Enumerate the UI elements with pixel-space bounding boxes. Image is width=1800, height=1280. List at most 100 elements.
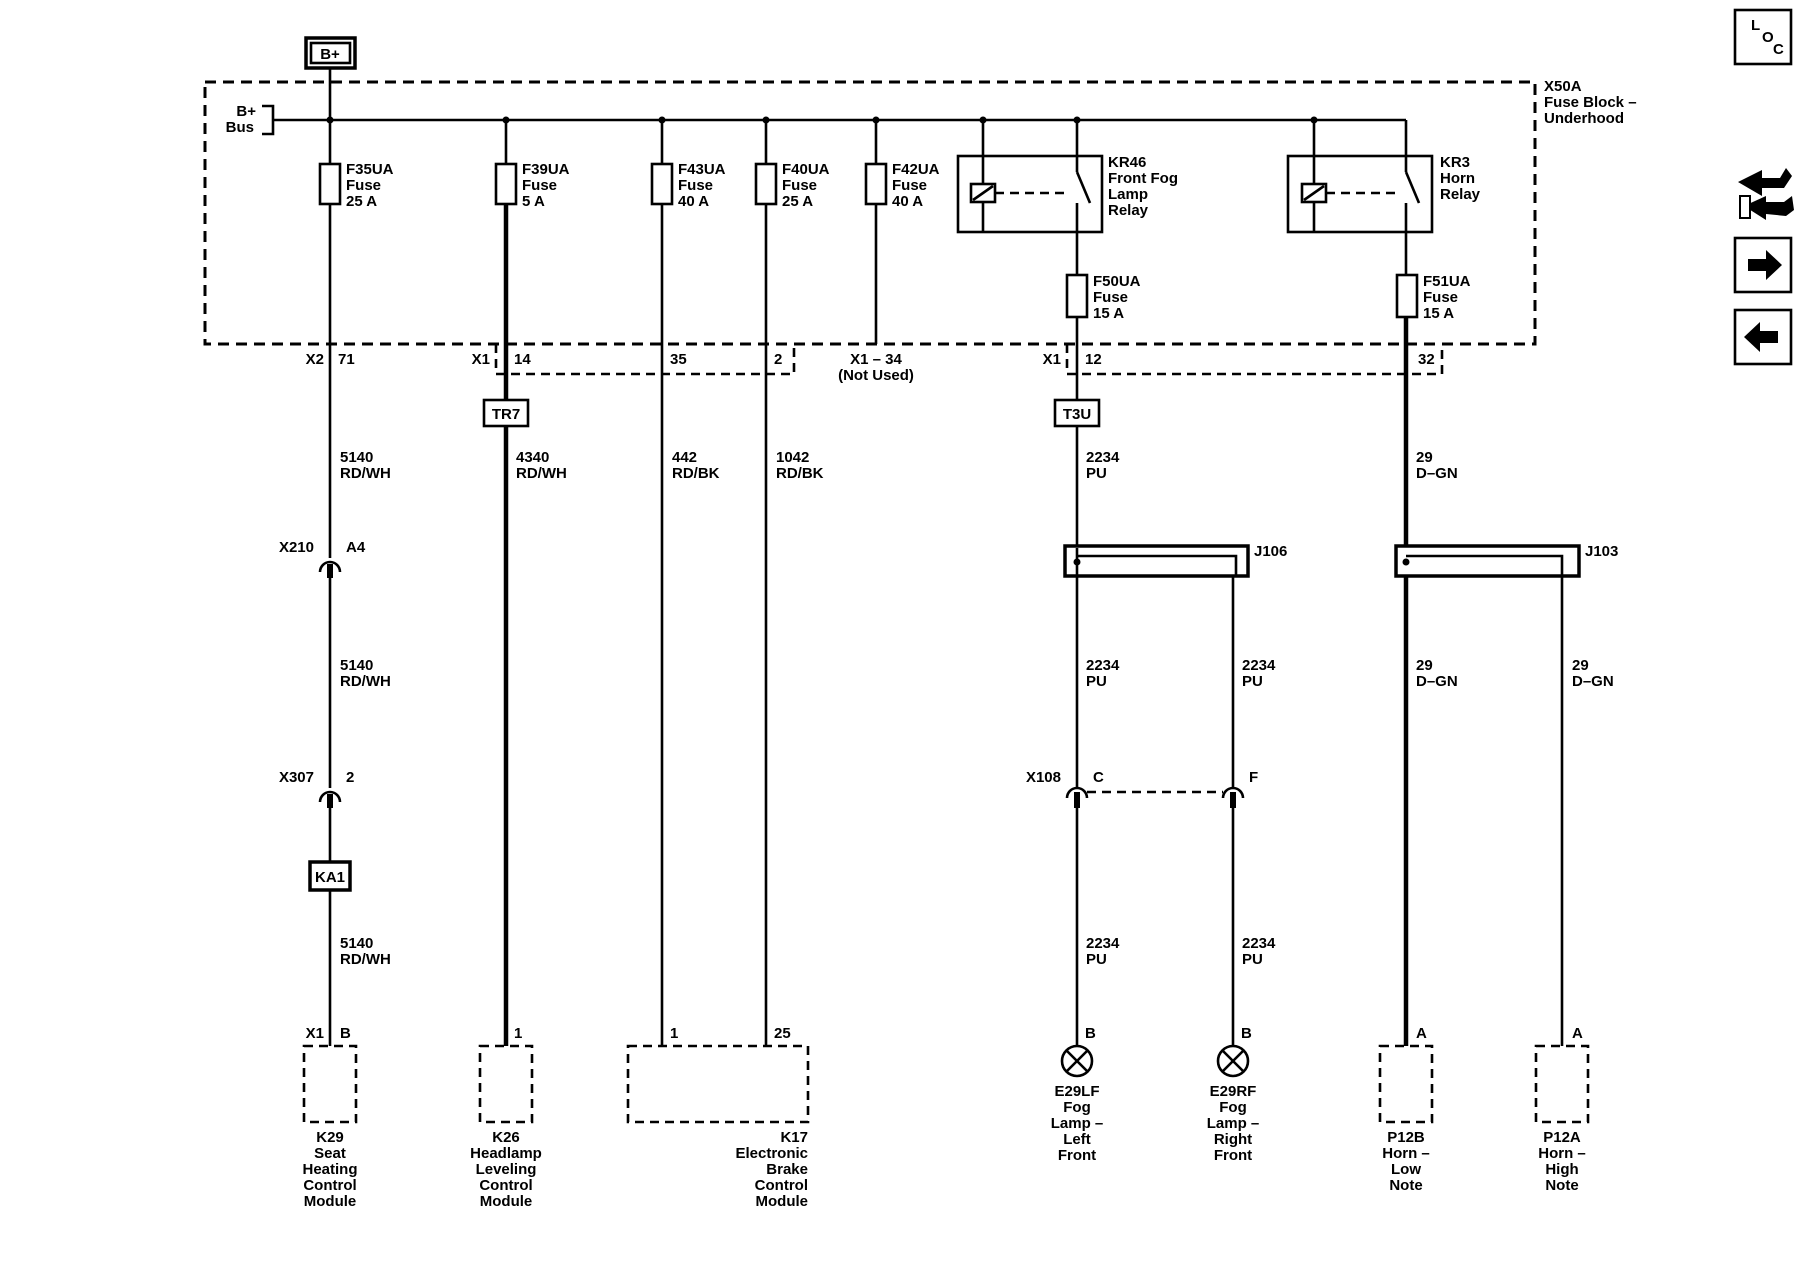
svg-text:5 A: 5 A — [522, 193, 545, 210]
fuse-block-boundary — [203, 80, 1537, 346]
svg-text:Fuse Block –: Fuse Block – — [1544, 94, 1637, 111]
inline-tr7: TR7 — [482, 398, 530, 428]
svg-text:PU: PU — [1242, 951, 1263, 968]
svg-text:D–GN: D–GN — [1416, 673, 1458, 690]
svg-text:X108: X108 — [1026, 769, 1061, 786]
svg-text:Fuse: Fuse — [678, 177, 713, 194]
circuit-5140: X2 71 5140 RD/WH X210 A4 5140 RD/WH X307… — [279, 120, 391, 1210]
relay-kr46: KR46 Front Fog Lamp Relay — [956, 120, 1178, 275]
svg-text:2234: 2234 — [1086, 935, 1120, 952]
svg-text:D–GN: D–GN — [1416, 465, 1458, 482]
svg-text:X1: X1 — [1043, 351, 1061, 368]
svg-text:Horn –: Horn – — [1382, 1145, 1430, 1162]
svg-text:Left: Left — [1063, 1131, 1091, 1148]
locator-c-glyph: C — [1773, 41, 1784, 58]
svg-text:B: B — [340, 1025, 351, 1042]
svg-text:Electronic: Electronic — [735, 1145, 808, 1162]
svg-text:29: 29 — [1416, 449, 1433, 466]
fuse-f42ua: F42UA Fuse 40 A — [864, 161, 940, 210]
svg-text:Fog: Fog — [1063, 1099, 1091, 1116]
svg-text:RD/WH: RD/WH — [340, 951, 391, 968]
svg-text:29: 29 — [1416, 657, 1433, 674]
horn-p12a: A P12A Horn – High Note — [1534, 1025, 1590, 1194]
svg-text:32: 32 — [1418, 351, 1435, 368]
svg-text:40 A: 40 A — [892, 193, 923, 210]
connector-x210: X210 A4 — [279, 539, 366, 578]
next-page-button[interactable] — [1733, 236, 1793, 294]
svg-text:F42UA: F42UA — [892, 161, 940, 178]
svg-text:Horn –: Horn – — [1538, 1145, 1586, 1162]
svg-text:F35UA: F35UA — [346, 161, 394, 178]
fuse-f50ua: F50UA Fuse 15 A — [1065, 273, 1141, 322]
svg-text:Lamp –: Lamp – — [1051, 1115, 1104, 1132]
svg-text:Fuse: Fuse — [522, 177, 557, 194]
fuse-f51ua: F51UA Fuse 15 A — [1395, 273, 1471, 322]
relay-kr3: KR3 Horn Relay — [1286, 120, 1481, 275]
svg-text:12: 12 — [1085, 351, 1102, 368]
svg-text:Fuse: Fuse — [1423, 289, 1458, 306]
connector-end-view-button[interactable] — [1738, 168, 1794, 220]
circuit-2234: T3U 2234 PU J106 2234 PU 2234 PU X108 C … — [1026, 317, 1287, 1164]
splice-j106: J106 — [1063, 543, 1287, 578]
svg-text:Front Fog: Front Fog — [1108, 170, 1178, 187]
svg-text:Module: Module — [304, 1193, 357, 1210]
svg-text:X50A: X50A — [1544, 78, 1582, 95]
svg-text:PU: PU — [1242, 673, 1263, 690]
svg-text:25 A: 25 A — [346, 193, 377, 210]
circuit-1042: 1042 RD/BK — [764, 120, 824, 1046]
svg-text:F50UA: F50UA — [1093, 273, 1141, 290]
svg-text:40 A: 40 A — [678, 193, 709, 210]
svg-text:F: F — [1249, 769, 1258, 786]
svg-text:Right: Right — [1214, 1131, 1252, 1148]
svg-text:E29RF: E29RF — [1210, 1083, 1257, 1100]
fuse-f35ua: F35UA Fuse 25 A — [318, 161, 394, 210]
svg-text:D–GN: D–GN — [1572, 673, 1614, 690]
svg-text:35: 35 — [670, 351, 687, 368]
svg-text:B: B — [1241, 1025, 1252, 1042]
svg-text:A4: A4 — [346, 539, 366, 556]
svg-text:X1: X1 — [472, 351, 490, 368]
svg-text:RD/BK: RD/BK — [776, 465, 824, 482]
svg-text:Fog: Fog — [1219, 1099, 1247, 1116]
svg-text:15 A: 15 A — [1423, 305, 1454, 322]
svg-text:14: 14 — [514, 351, 531, 368]
svg-text:Low: Low — [1391, 1161, 1421, 1178]
svg-text:K26: K26 — [492, 1129, 520, 1146]
component-locator-button[interactable]: L O C — [1733, 8, 1793, 66]
svg-text:F39UA: F39UA — [522, 161, 570, 178]
svg-text:RD/WH: RD/WH — [516, 465, 567, 482]
previous-page-button[interactable] — [1733, 308, 1793, 366]
svg-text:Fuse: Fuse — [1093, 289, 1128, 306]
svg-text:Bus: Bus — [226, 119, 254, 136]
svg-text:PU: PU — [1086, 465, 1107, 482]
connector-tool-icon — [1738, 168, 1794, 220]
svg-text:Fuse: Fuse — [782, 177, 817, 194]
module-k29: X1 B K29 Seat Heating Control Module — [302, 1025, 357, 1210]
svg-text:Headlamp: Headlamp — [470, 1145, 542, 1162]
circuit-442: 442 RD/BK — [660, 120, 720, 1046]
svg-text:X2: X2 — [306, 351, 324, 368]
svg-text:B: B — [1085, 1025, 1096, 1042]
connector-x1-group-b: X1 12 32 — [1043, 344, 1444, 376]
svg-text:25: 25 — [774, 1025, 791, 1042]
svg-text:71: 71 — [338, 351, 355, 368]
svg-text:Relay: Relay — [1108, 202, 1149, 219]
svg-text:RD/WH: RD/WH — [340, 465, 391, 482]
svg-text:B+: B+ — [236, 103, 256, 120]
svg-text:5140: 5140 — [340, 657, 373, 674]
svg-text:2234: 2234 — [1086, 657, 1120, 674]
svg-text:High: High — [1545, 1161, 1578, 1178]
svg-text:Control: Control — [479, 1177, 532, 1194]
svg-text:T3U: T3U — [1063, 406, 1091, 423]
svg-text:2234: 2234 — [1242, 935, 1276, 952]
battery-label: B+ — [320, 46, 340, 63]
svg-text:P12A: P12A — [1543, 1129, 1581, 1146]
svg-text:X210: X210 — [279, 539, 314, 556]
svg-text:Heating: Heating — [302, 1161, 357, 1178]
svg-text:TR7: TR7 — [492, 406, 520, 423]
svg-text:RD/BK: RD/BK — [672, 465, 720, 482]
circuit-29: 29 D–GN J103 29 D–GN 29 D–GN A P12B Horn… — [1378, 317, 1618, 1194]
arrow-right-icon — [1748, 250, 1782, 280]
svg-text:Brake: Brake — [766, 1161, 808, 1178]
